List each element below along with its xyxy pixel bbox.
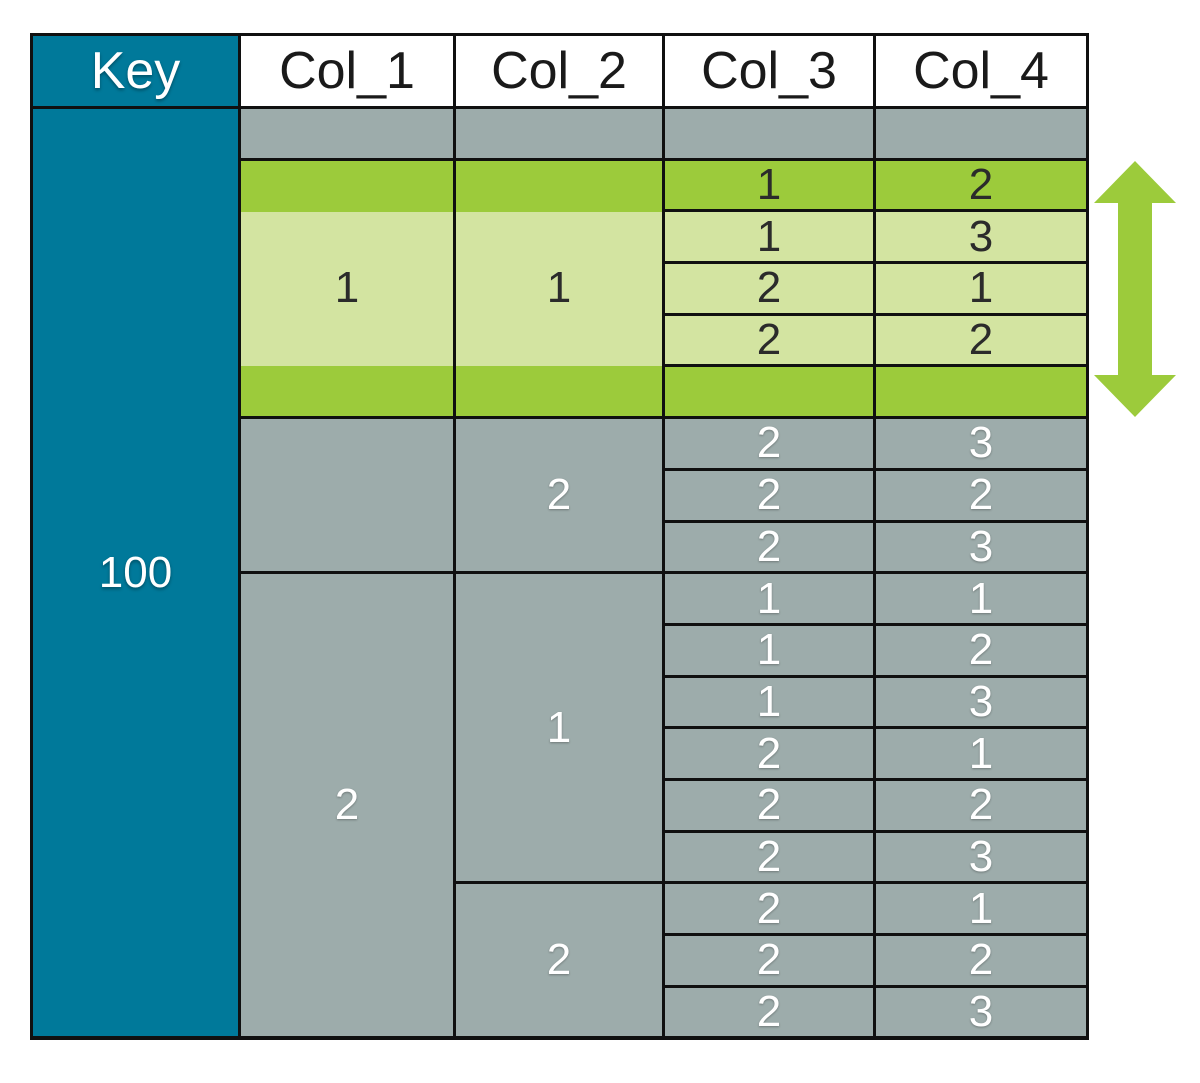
table-cell: 3 — [876, 832, 1086, 882]
double-vertical-arrow-icon — [1094, 161, 1176, 417]
table-cell: 1 — [665, 625, 873, 675]
table-cell: 2 — [665, 884, 873, 933]
table-cell: 2 — [665, 264, 873, 313]
table-cell: 1 — [665, 160, 873, 210]
table-cell-empty — [665, 109, 873, 158]
green-group-col1-cell: 1 — [241, 160, 453, 417]
table-cell-empty — [241, 109, 453, 158]
key-header-cell: Key — [33, 36, 238, 106]
gray-group-a-col1-cell — [241, 419, 453, 572]
col1-header-cell: Col_1 — [241, 36, 453, 106]
nested-sort-table: Key Col_1 Col_2 Col_3 Col_4 100 1 1 1 2 … — [30, 33, 1089, 1040]
table-cell-empty — [456, 109, 662, 158]
table-cell: 1 — [876, 574, 1086, 623]
table-cell: 2 — [876, 780, 1086, 830]
col3-header-cell: Col_3 — [665, 36, 873, 106]
table-cell: 2 — [876, 315, 1086, 365]
table-cell: 2 — [665, 315, 873, 365]
table-cell: 3 — [876, 522, 1086, 572]
table-cell: 2 — [665, 522, 873, 572]
table-cell: 2 — [665, 987, 873, 1037]
table-cell: 2 — [665, 419, 873, 468]
table-cell: 1 — [665, 574, 873, 623]
table-cell: 3 — [876, 987, 1086, 1037]
table-cell: 1 — [665, 677, 873, 727]
table-cell: 2 — [876, 936, 1086, 985]
table-cell: 2 — [876, 625, 1086, 675]
table-cell: 3 — [876, 677, 1086, 727]
table-cell: 3 — [876, 212, 1086, 262]
table-cell: 2 — [665, 936, 873, 985]
col2-header-cell: Col_2 — [456, 36, 662, 106]
table-cell: 1 — [876, 884, 1086, 933]
table-cell: 1 — [876, 729, 1086, 778]
table-cell: 1 — [665, 212, 873, 262]
table-cell: 2 — [876, 160, 1086, 210]
table-cell: 2 — [876, 470, 1086, 520]
gray-group-b-col2-first-cell: 1 — [456, 574, 662, 882]
table-cell: 2 — [665, 832, 873, 882]
green-group-col2-cell: 1 — [456, 160, 662, 417]
col4-header-cell: Col_4 — [876, 36, 1086, 106]
gray-group-b-col2-second-cell: 2 — [456, 884, 662, 1037]
gray-group-a-col2-cell: 2 — [456, 419, 662, 572]
table-cell-empty — [665, 367, 873, 417]
table-cell: 1 — [876, 264, 1086, 313]
table-cell: 2 — [665, 470, 873, 520]
table-cell: 2 — [665, 729, 873, 778]
table-cell: 2 — [665, 780, 873, 830]
key-value-cell: 100 — [33, 109, 238, 1037]
table-cell: 3 — [876, 419, 1086, 468]
gray-group-b-col1-cell: 2 — [241, 574, 453, 1037]
table-cell-empty — [876, 367, 1086, 417]
table-cell-empty — [876, 109, 1086, 158]
